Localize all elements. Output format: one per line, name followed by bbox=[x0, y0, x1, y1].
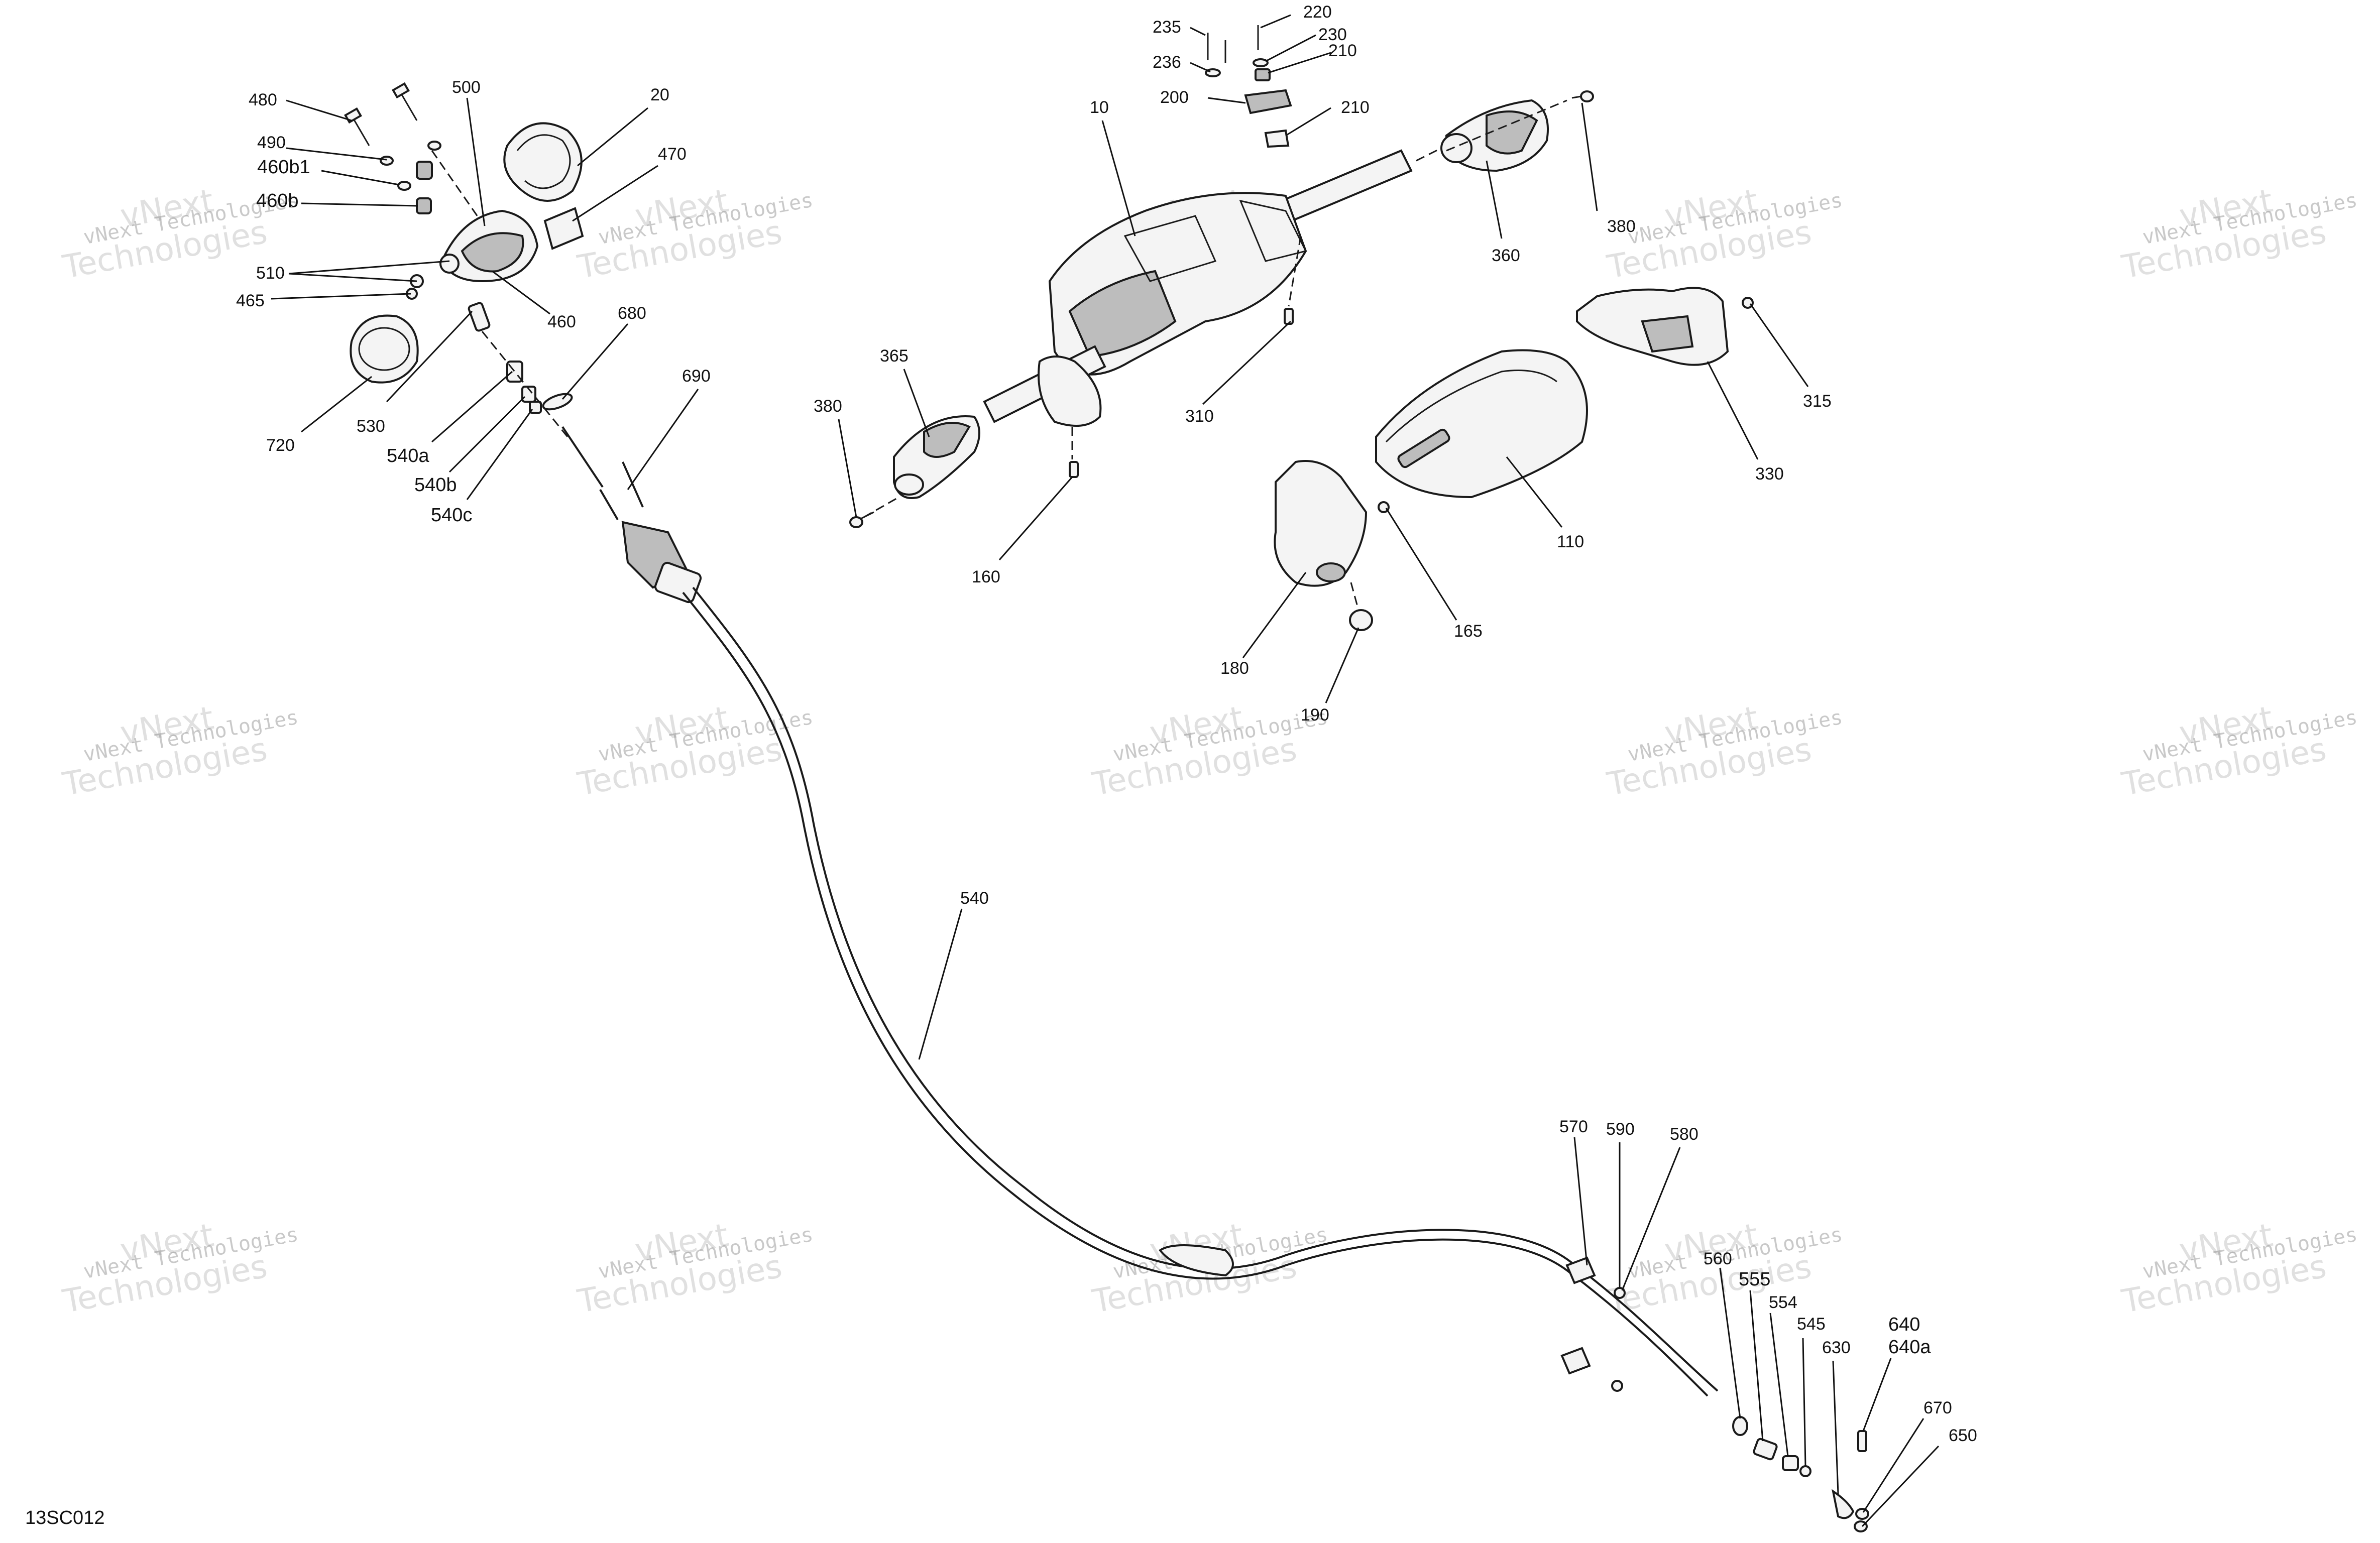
label-640a: 640a bbox=[1888, 1337, 1931, 1358]
label-630: 630 bbox=[1822, 1338, 1851, 1357]
label-315: 315 bbox=[1803, 392, 1832, 411]
label-650: 650 bbox=[1949, 1426, 1977, 1445]
label-480: 480 bbox=[249, 90, 277, 109]
label-540b: 540b bbox=[414, 474, 457, 496]
label-230: 230 bbox=[1318, 25, 1347, 44]
label-360: 360 bbox=[1492, 246, 1520, 265]
label-210-mid: 210 bbox=[1341, 98, 1370, 117]
label-380-right: 380 bbox=[1607, 217, 1636, 236]
label-690: 690 bbox=[682, 367, 711, 386]
label-20: 20 bbox=[650, 85, 669, 104]
part-labels: 480 490 460b1 460b 510 465 500 20 470 46… bbox=[25, 3, 1977, 1528]
label-110: 110 bbox=[1557, 532, 1584, 551]
label-540: 540 bbox=[960, 889, 989, 908]
label-570: 570 bbox=[1559, 1117, 1588, 1136]
label-180: 180 bbox=[1220, 659, 1249, 678]
label-540a: 540a bbox=[387, 445, 429, 466]
label-545: 545 bbox=[1797, 1315, 1826, 1334]
label-310: 310 bbox=[1185, 407, 1214, 426]
label-540c: 540c bbox=[431, 505, 472, 526]
label-10: 10 bbox=[1090, 98, 1109, 117]
label-470: 470 bbox=[658, 145, 687, 164]
label-560: 560 bbox=[1704, 1249, 1732, 1268]
label-200: 200 bbox=[1160, 88, 1189, 107]
label-680: 680 bbox=[618, 304, 646, 323]
cable-end-fittings bbox=[1560, 1256, 1869, 1532]
label-720: 720 bbox=[266, 436, 295, 455]
label-165: 165 bbox=[1454, 622, 1483, 641]
label-365: 365 bbox=[880, 346, 909, 366]
label-580: 580 bbox=[1670, 1125, 1698, 1144]
label-330: 330 bbox=[1755, 464, 1784, 484]
label-210-top: 210 bbox=[1328, 41, 1357, 60]
label-510: 510 bbox=[256, 264, 285, 283]
label-590: 590 bbox=[1606, 1120, 1635, 1139]
label-236: 236 bbox=[1153, 53, 1181, 72]
label-500: 500 bbox=[452, 78, 481, 97]
label-490: 490 bbox=[257, 133, 286, 152]
throttle-lever-assembly bbox=[344, 82, 702, 604]
label-460: 460 bbox=[547, 312, 576, 331]
label-190: 190 bbox=[1301, 705, 1329, 725]
label-160: 160 bbox=[972, 567, 1000, 586]
label-220: 220 bbox=[1303, 3, 1332, 22]
label-640: 640 bbox=[1888, 1314, 1920, 1335]
label-460b: 460b bbox=[256, 190, 299, 211]
label-530: 530 bbox=[357, 417, 385, 436]
leader-lines bbox=[271, 14, 1940, 1527]
label-460b1: 460b1 bbox=[257, 157, 310, 178]
label-465: 465 bbox=[236, 291, 265, 310]
label-380-left: 380 bbox=[814, 397, 842, 416]
handlebar-assembly bbox=[849, 25, 1594, 528]
diagram-code: 13SC012 bbox=[25, 1507, 104, 1528]
label-554: 554 bbox=[1769, 1293, 1797, 1312]
label-235: 235 bbox=[1153, 18, 1181, 37]
hand-guards bbox=[1274, 287, 1754, 631]
label-670: 670 bbox=[1923, 1398, 1952, 1417]
label-555: 555 bbox=[1739, 1269, 1770, 1290]
